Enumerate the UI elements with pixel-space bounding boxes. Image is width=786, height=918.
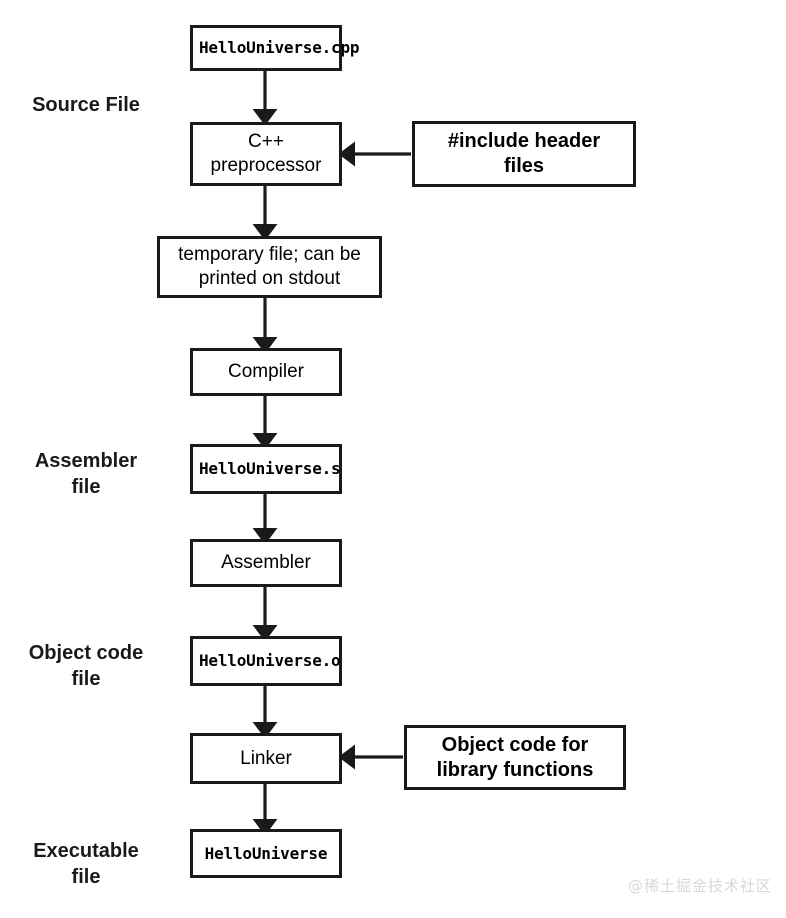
node-label-linker: Linker <box>240 747 292 769</box>
node-label-hellouniverse-s: HelloUniverse.s <box>199 459 341 478</box>
node-hellouniverse-s[interactable]: HelloUniverse.s <box>190 444 342 494</box>
node-compiler[interactable]: Compiler <box>190 348 342 396</box>
watermark-text: @稀土掘金技术社区 <box>627 877 772 895</box>
node-include-header-files[interactable]: #include header files <box>412 121 636 187</box>
stage-label-object-code-file: Object code file <box>28 642 144 690</box>
node-hellouniverse-exe[interactable]: HelloUniverse <box>190 829 342 878</box>
node-hellouniverse-cpp[interactable]: HelloUniverse.cpp <box>190 25 360 71</box>
stage-label-assembler-file: Assembler file <box>34 450 138 498</box>
node-label-hellouniverse-o: HelloUniverse.o <box>199 651 341 670</box>
node-cpp-preprocessor[interactable]: C++ preprocessor <box>190 122 342 186</box>
stage-label-executable-file: Executable file <box>33 840 139 888</box>
node-linker[interactable]: Linker <box>190 733 342 784</box>
node-label-assembler: Assembler <box>221 552 311 574</box>
node-temporary-file[interactable]: temporary file; can be printed on stdout <box>157 236 382 298</box>
node-label-include-header-files: #include header files <box>447 130 601 177</box>
node-object-code-library[interactable]: Object code for library functions <box>404 725 626 790</box>
node-hellouniverse-o[interactable]: HelloUniverse.o <box>190 636 342 686</box>
node-assembler[interactable]: Assembler <box>190 539 342 587</box>
node-label-compiler: Compiler <box>227 361 305 383</box>
node-label-hellouniverse-cpp: HelloUniverse.cpp <box>199 38 360 57</box>
node-label-hellouniverse-exe: HelloUniverse <box>204 843 328 863</box>
node-label-temporary-file: temporary file; can be printed on stdout <box>178 244 361 289</box>
node-label-object-code-library: Object code for library functions <box>436 733 594 781</box>
stage-label-source-file: Source File <box>32 94 140 116</box>
node-label-cpp-preprocessor: C++ preprocessor <box>210 131 322 176</box>
